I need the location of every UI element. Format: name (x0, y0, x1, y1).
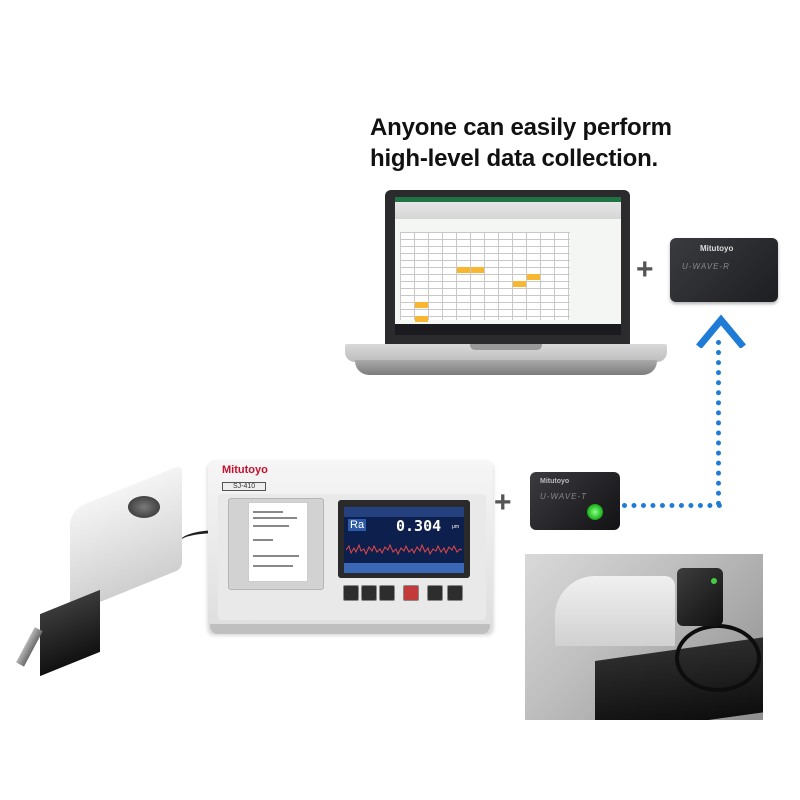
highlight-cell (457, 267, 470, 273)
highlight-cell (513, 281, 526, 287)
key-stop[interactable] (361, 585, 377, 601)
printer-paper (248, 502, 308, 582)
plus-sign-transmitter: + (494, 486, 512, 519)
display-parameter: Ra (348, 519, 367, 531)
transmitter-brand: Mitutoyo (540, 478, 570, 485)
highlight-cell (471, 267, 484, 273)
spreadsheet-grid (400, 232, 570, 322)
paper-line (253, 517, 297, 519)
highlight-cell (527, 274, 540, 280)
laptop-screen (395, 197, 621, 335)
paper-line (253, 555, 299, 557)
arrow-dotted-vertical (716, 340, 721, 506)
display-screen: Ra 0.304 μm (344, 507, 464, 573)
key-home[interactable] (379, 585, 395, 601)
display-header (344, 507, 464, 517)
detector-body (40, 589, 100, 677)
key-power[interactable] (403, 585, 419, 601)
drive-knob (128, 496, 160, 518)
headline-line-1: Anyone can easily perform (370, 114, 672, 141)
paper-line (253, 525, 289, 527)
key-print[interactable] (427, 585, 443, 601)
taskbar (395, 324, 621, 335)
arrow-up-icon (696, 314, 746, 348)
spreadsheet-ribbon (395, 197, 621, 219)
spreadsheet-titlebar (395, 197, 621, 202)
unit-brand: Mitutoyo (222, 464, 268, 476)
display-softkeys (344, 563, 464, 573)
photo-cable (675, 624, 761, 692)
transmitter-led (587, 504, 603, 520)
highlight-cell (415, 316, 428, 322)
key-data[interactable] (447, 585, 463, 601)
arrow-dotted-horizontal (622, 503, 722, 508)
display-value: 0.304 (396, 517, 442, 535)
paper-line (253, 511, 283, 513)
headline-line-2: high-level data collection. (370, 145, 658, 172)
stylus-probe (16, 627, 43, 667)
plus-sign-receiver: + (636, 253, 654, 286)
unit-base (210, 624, 490, 634)
transmitter-logo: U-WAVE-T (540, 492, 587, 501)
display-unit: μm (452, 524, 460, 530)
laptop-notch (470, 344, 542, 350)
key-start[interactable] (343, 585, 359, 601)
photo-led (711, 578, 717, 584)
photo-transmitter (677, 568, 723, 626)
photo-unit-top (555, 576, 675, 646)
receiver-brand: Mitutoyo (700, 244, 734, 253)
photo-inset (525, 554, 763, 720)
roughness-waveform (346, 543, 462, 556)
usb-dongle-icon (530, 472, 620, 530)
laptop-base (355, 360, 657, 375)
unit-model: SJ-410 (222, 482, 267, 491)
receiver-logo: U-WAVE-R (682, 262, 730, 271)
highlight-cell (415, 302, 428, 308)
laptop-keyboard-deck (345, 344, 667, 362)
drive-housing (70, 464, 182, 614)
receiver-body (670, 238, 778, 302)
paper-line (253, 539, 273, 541)
paper-line (253, 565, 293, 567)
headline: Anyone can easily perform high-level dat… (370, 112, 750, 174)
